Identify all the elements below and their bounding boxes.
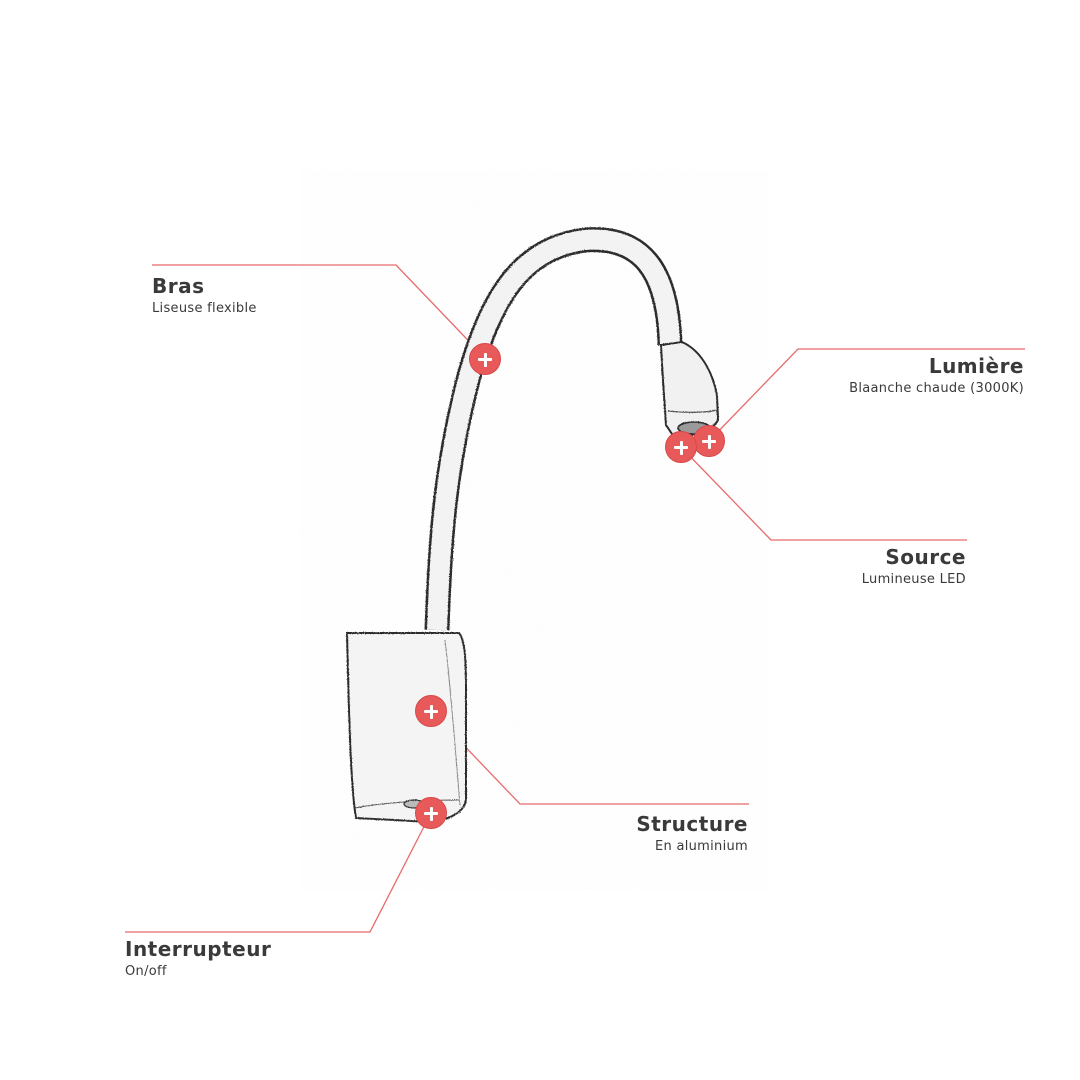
callout-title: Source: [885, 545, 966, 569]
callout-title: Lumière: [928, 354, 1024, 378]
callout-title: Structure: [636, 812, 748, 836]
plus-icon[interactable]: [469, 343, 501, 375]
callout-lumiere: Lumière Blaanche chaude (3000K): [849, 354, 1024, 398]
callout-subtitle: Blaanche chaude (3000K): [849, 381, 1024, 396]
callout-bras: Bras Liseuse flexible: [152, 274, 257, 318]
callout-subtitle: On/off: [125, 964, 167, 979]
callout-interrupteur: Interrupteur On/off: [125, 937, 271, 981]
callout-source: Source Lumineuse LED: [862, 545, 966, 589]
callout-title: Interrupteur: [125, 937, 272, 961]
callout-title: Bras: [152, 274, 205, 298]
callout-subtitle: Liseuse flexible: [152, 301, 257, 316]
leader-line-lumiere: [708, 348, 1025, 442]
callout-subtitle: Lumineuse LED: [861, 572, 966, 587]
plus-icon[interactable]: [665, 431, 697, 463]
plus-icon[interactable]: [693, 425, 725, 457]
callout-structure: Structure En aluminium: [636, 812, 748, 856]
plus-icon[interactable]: [415, 797, 447, 829]
leader-line-interrupteur: [125, 812, 432, 933]
plus-icon[interactable]: [415, 695, 447, 727]
callout-subtitle: En aluminium: [654, 839, 748, 854]
